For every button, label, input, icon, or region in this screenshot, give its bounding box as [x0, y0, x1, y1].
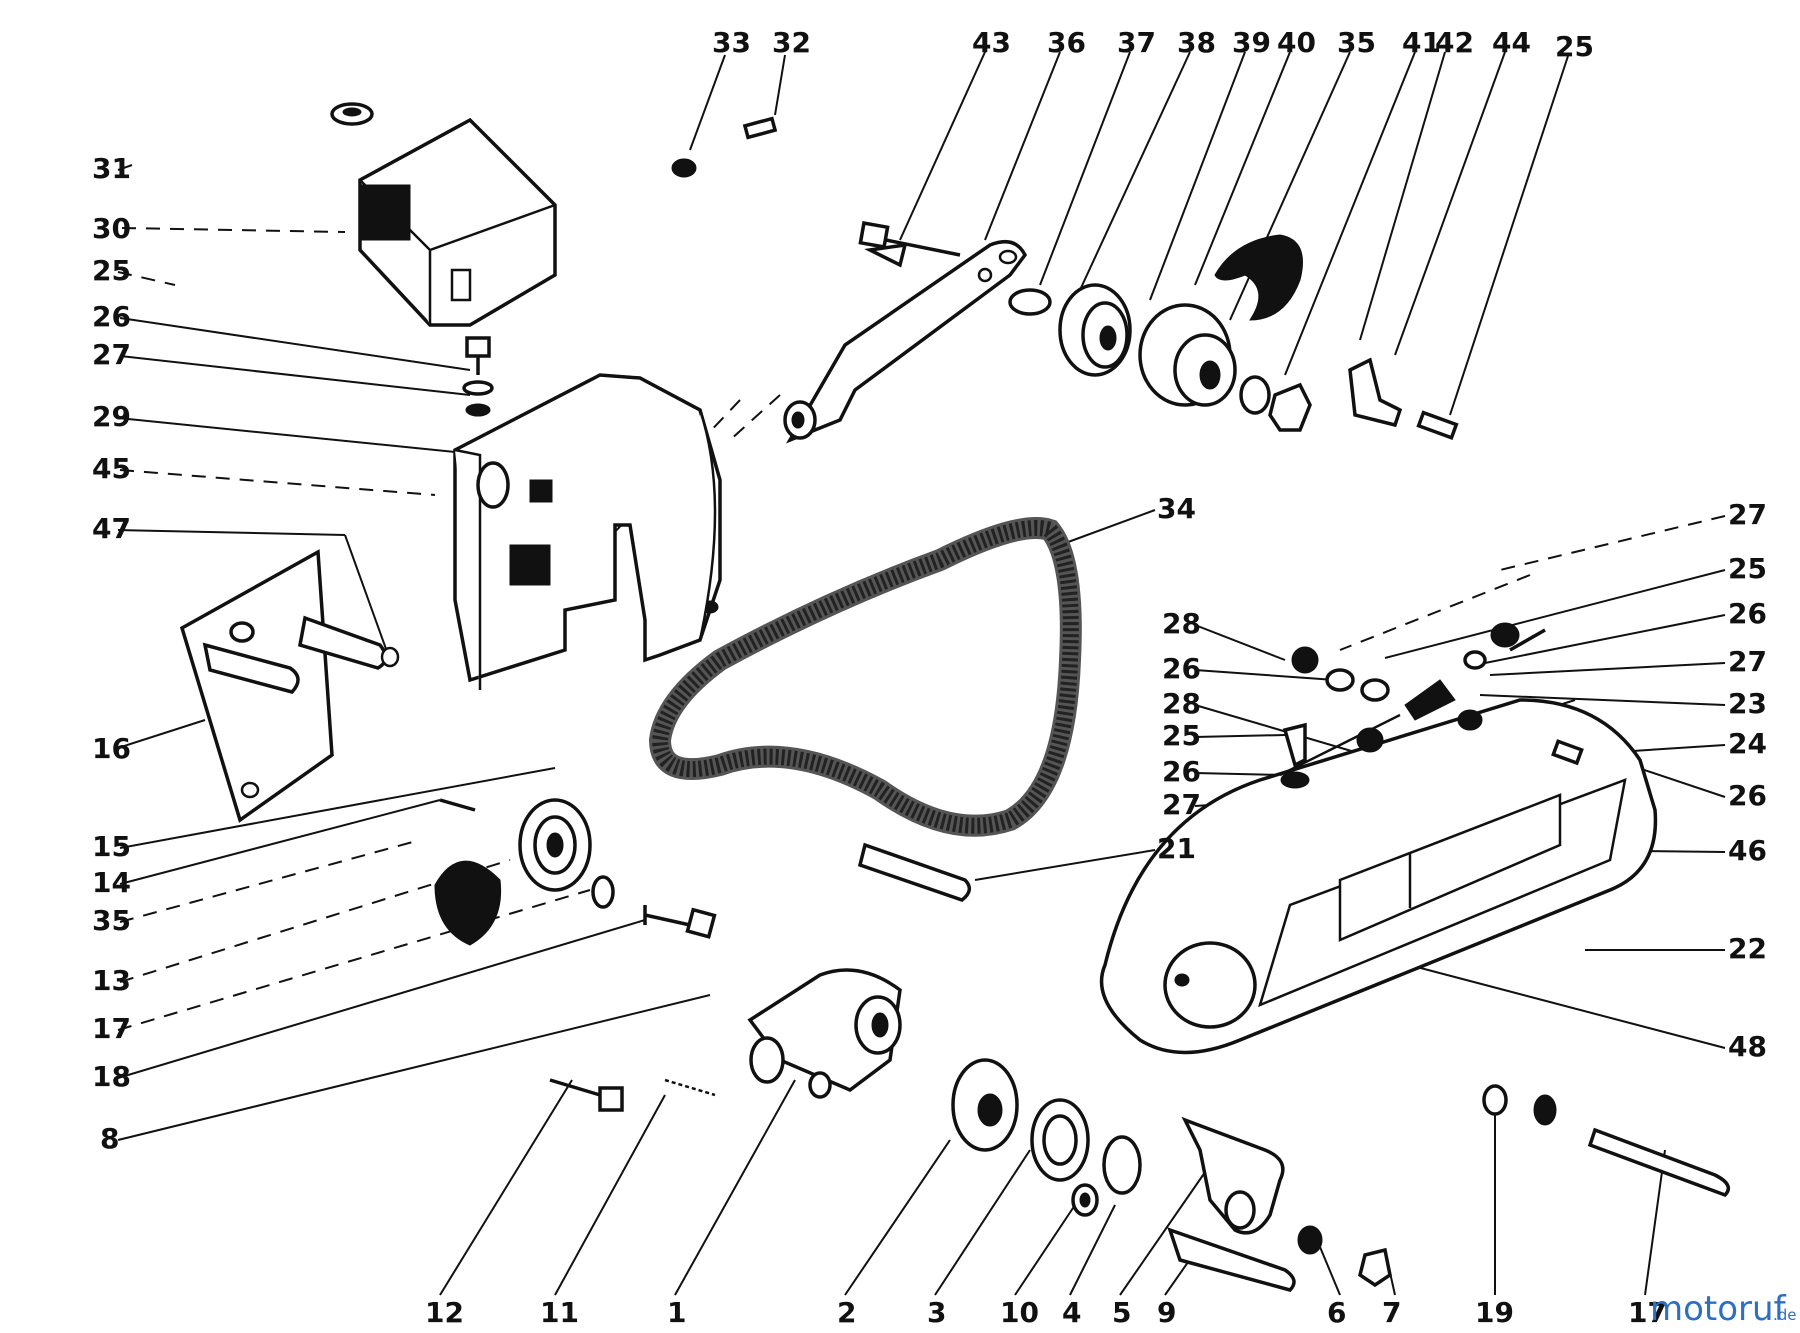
- callout-label: 28: [1162, 687, 1201, 720]
- cover-guard-31: [330, 102, 557, 327]
- callout-label: 22: [1728, 932, 1767, 965]
- callout-label: 35: [1337, 26, 1376, 59]
- callout-label: 26: [1162, 652, 1201, 685]
- callout-label: 14: [92, 866, 131, 899]
- left-labels: 31 30 25 26 27 29 45 47 16 15 14 35 13 1…: [92, 152, 131, 1155]
- bracket-29: [453, 373, 722, 690]
- top-labels: 33 32 43 36 37 38 39 40 35 41 42 44 25: [712, 26, 1594, 63]
- belt-34: [648, 517, 1082, 902]
- callout-label: 29: [92, 400, 131, 433]
- idler-arm-36: [783, 221, 1052, 444]
- callout-label: 8: [100, 1122, 119, 1155]
- callout-label: 47: [92, 512, 131, 545]
- callout-label: 28: [1162, 607, 1201, 640]
- callout-label: 4: [1062, 1296, 1081, 1329]
- callout-label: 36: [1047, 26, 1086, 59]
- callout-label: 39: [1232, 26, 1271, 59]
- callout-label: 7: [1382, 1296, 1401, 1329]
- callout-label: 33: [712, 26, 751, 59]
- callout-label: 38: [1177, 26, 1216, 59]
- callout-label: 26: [1162, 755, 1201, 788]
- hardware-middle: [1280, 622, 1584, 789]
- callout-label: 44: [1492, 26, 1531, 59]
- bearings-37-40: [671, 116, 1459, 440]
- callout-label: 21: [1157, 832, 1196, 865]
- callout-label: 48: [1728, 1030, 1767, 1063]
- callout-label: 23: [1728, 687, 1767, 720]
- callout-label: 16: [92, 732, 131, 765]
- plate-16: [179, 549, 400, 823]
- callout-label: 5: [1112, 1296, 1131, 1329]
- callout-label: 17: [92, 1012, 131, 1045]
- callout-label: 41: [1402, 26, 1441, 59]
- callout-label: 11: [540, 1296, 579, 1329]
- callout-label: 27: [1728, 645, 1767, 678]
- callout-label: 35: [92, 904, 131, 937]
- callout-label: 3: [927, 1296, 946, 1329]
- callout-label: 6: [1327, 1296, 1346, 1329]
- callout-label: 27: [1162, 788, 1201, 821]
- callout-label: 27: [1728, 498, 1767, 531]
- callout-label: 43: [972, 26, 1011, 59]
- watermark-suffix: .de: [1773, 1306, 1797, 1324]
- callout-label: 46: [1728, 834, 1767, 867]
- callout-label: 10: [1000, 1296, 1039, 1329]
- callout-label: 13: [92, 964, 131, 997]
- callout-label: 25: [1728, 552, 1767, 585]
- pulley-35-left: [434, 798, 717, 946]
- right-labels: 27 25 26 27 23 24 26 46 22 48: [1728, 498, 1767, 1063]
- callout-label: 9: [1157, 1296, 1176, 1329]
- leader-lines: [117, 51, 1726, 1296]
- middle-labels: 34 21 28 26 28 25 26 27: [1157, 492, 1201, 865]
- watermark: motoruf .de: [1650, 1289, 1797, 1329]
- callout-label: 18: [92, 1060, 131, 1093]
- callout-label: 26: [92, 300, 131, 333]
- callout-label: 24: [1728, 727, 1767, 760]
- callout-label: 17: [1628, 1296, 1667, 1329]
- callout-label: 1: [667, 1296, 686, 1329]
- callout-label: 42: [1435, 26, 1474, 59]
- callout-label: 40: [1277, 26, 1316, 59]
- crank-5-pin-9: [1167, 1116, 1392, 1292]
- callout-label: 45: [92, 452, 131, 485]
- callout-label: 31: [92, 152, 131, 185]
- callout-label: 26: [1728, 779, 1767, 812]
- bottom-labels: 12 11 1 2 3 10 4 5 9 6 7 19 17: [425, 1296, 1667, 1329]
- callout-label: 19: [1475, 1296, 1514, 1329]
- callout-label: 27: [92, 338, 131, 371]
- callout-label: 25: [92, 254, 131, 287]
- watermark-text: motoruf: [1650, 1289, 1787, 1329]
- bolt-20-washers-19-17: [1482, 1084, 1731, 1198]
- callout-label: 2: [837, 1296, 856, 1329]
- callout-label: 37: [1117, 26, 1156, 59]
- callout-label: 12: [425, 1296, 464, 1329]
- callout-label: 15: [92, 830, 131, 863]
- callout-label: 30: [92, 212, 131, 245]
- callout-label: 25: [1555, 30, 1594, 63]
- bolt-26-washers-27: [462, 336, 494, 417]
- belt-guard-22: [1099, 698, 1658, 1055]
- bearing-2-3-10-4: [951, 1058, 1142, 1217]
- callout-label: 25: [1162, 719, 1201, 752]
- callout-label: 32: [772, 26, 811, 59]
- callout-label: 34: [1157, 492, 1196, 525]
- callout-label: 26: [1728, 597, 1767, 630]
- tensioner-1: [549, 968, 902, 1112]
